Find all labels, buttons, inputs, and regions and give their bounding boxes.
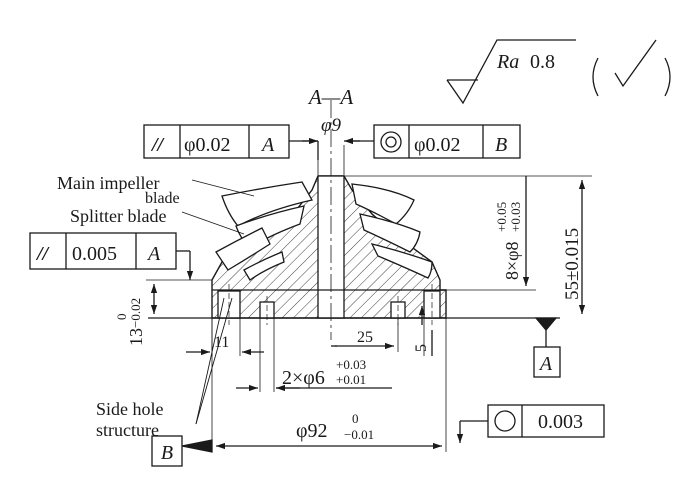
dim-phi9 bbox=[302, 137, 360, 175]
dim-2xphi6-upper: +0.03 bbox=[336, 357, 366, 372]
dim-8xphi8 bbox=[446, 176, 536, 291]
dim-13-label: 13 bbox=[126, 328, 146, 346]
dim-25 bbox=[331, 318, 399, 352]
general-finish-mark bbox=[592, 39, 671, 97]
section-label: A—A bbox=[307, 85, 354, 109]
datum-b-label: B bbox=[161, 442, 173, 464]
datum-a-triangle bbox=[533, 317, 561, 378]
dim-phi92-lower: −0.01 bbox=[344, 427, 374, 442]
dim-13-upper: 0 bbox=[114, 314, 129, 321]
main-blade-label-2: blade bbox=[145, 190, 180, 207]
dim-phi92-label: φ92 bbox=[296, 420, 328, 442]
fcf-parallel-top bbox=[143, 124, 319, 160]
surface-roughness-symbol bbox=[446, 39, 576, 105]
dim-5-label: 5 bbox=[413, 344, 430, 352]
side-hole-label-1: Side hole bbox=[96, 399, 164, 419]
dim-8xphi8-lower: +0.03 bbox=[508, 202, 523, 232]
ra-symbol: Ra bbox=[496, 51, 519, 73]
dim-13-lower: −0.02 bbox=[128, 298, 143, 328]
leader-lines bbox=[181, 179, 255, 425]
dim-2xphi6-lower: +0.01 bbox=[336, 372, 366, 387]
ra-value: 0.8 bbox=[530, 51, 555, 73]
side-hole-label-2: structure bbox=[96, 420, 159, 440]
dim-5 bbox=[418, 306, 433, 356]
parallel-top-tolerance: φ0.02 bbox=[184, 134, 231, 156]
datum-b bbox=[151, 435, 213, 467]
splitter-blade-label: Splitter blade bbox=[70, 206, 166, 226]
parallel-left-tolerance: 0.005 bbox=[72, 243, 117, 265]
parallel-top-datum: A bbox=[260, 134, 275, 156]
blades bbox=[215, 181, 433, 281]
concentric-tolerance: φ0.02 bbox=[414, 134, 461, 156]
dim-8xphi8-label: 8×φ8 bbox=[502, 241, 522, 280]
dim-2xphi6 bbox=[236, 318, 392, 392]
dim-11-label: 11 bbox=[214, 334, 229, 351]
datum-a-label: A bbox=[538, 353, 553, 375]
dim-2xphi6-label: 2×φ6 bbox=[282, 367, 325, 389]
parallel-left-datum: A bbox=[146, 243, 161, 265]
phi9-label: φ9 bbox=[321, 115, 342, 136]
circularity-tolerance: 0.003 bbox=[538, 411, 583, 433]
dim-25-label: 25 bbox=[357, 329, 373, 346]
main-blade-label-1: Main impeller bbox=[57, 173, 159, 193]
dim-phi92 bbox=[211, 318, 447, 452]
parallel-symbol-left: // bbox=[35, 243, 51, 265]
dim-13 bbox=[146, 279, 212, 314]
concentric-datum: B bbox=[495, 134, 507, 156]
dim-phi92-upper: 0 bbox=[352, 411, 359, 426]
parallel-symbol-top: // bbox=[150, 134, 166, 156]
dim-55 bbox=[344, 175, 592, 314]
dim-8xphi8-upper: +0.05 bbox=[494, 202, 509, 232]
fcf-circularity bbox=[456, 404, 605, 443]
dim-55-label: 55±0.015 bbox=[562, 228, 583, 300]
fcf-parallel-left bbox=[29, 232, 194, 280]
